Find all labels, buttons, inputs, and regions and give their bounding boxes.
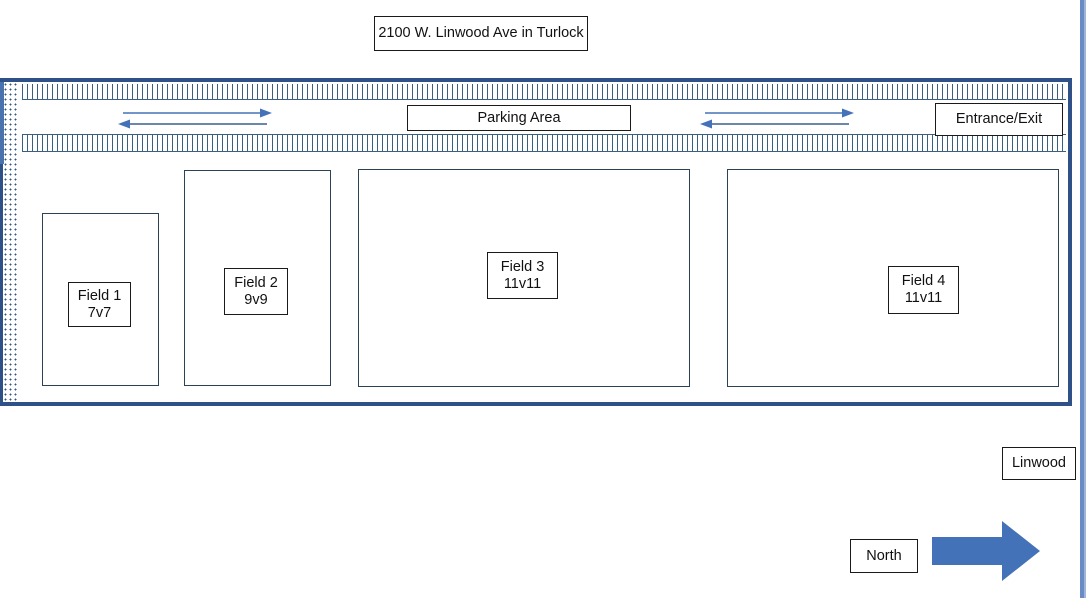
field-1-label: Field 1 7v7: [68, 282, 131, 327]
parking-area-label: Parking Area: [407, 105, 631, 131]
east-aisle-direction-arrows: [697, 106, 857, 134]
west-driveway-edge: [0, 82, 4, 164]
entrance-exit-label: Entrance/Exit: [935, 103, 1063, 136]
west-aisle-direction-arrows: [115, 106, 275, 134]
west-sidewalk-strip: [3, 82, 19, 402]
north-arrow-icon: [932, 521, 1040, 581]
north-compass-label: North: [850, 539, 918, 573]
linwood-street-label: Linwood: [1002, 447, 1076, 480]
parking-stalls-north-row: [22, 84, 1066, 100]
linwood-street-line: [1080, 0, 1084, 598]
linwood-street-line-edge: [1084, 0, 1086, 598]
field-2-label: Field 2 9v9: [224, 268, 288, 315]
site-address-title: 2100 W. Linwood Ave in Turlock: [374, 16, 588, 51]
field-3-label: Field 3 11v11: [487, 252, 558, 299]
field-4-label: Field 4 11v11: [888, 266, 959, 314]
parking-stalls-south-row: [22, 134, 1066, 152]
